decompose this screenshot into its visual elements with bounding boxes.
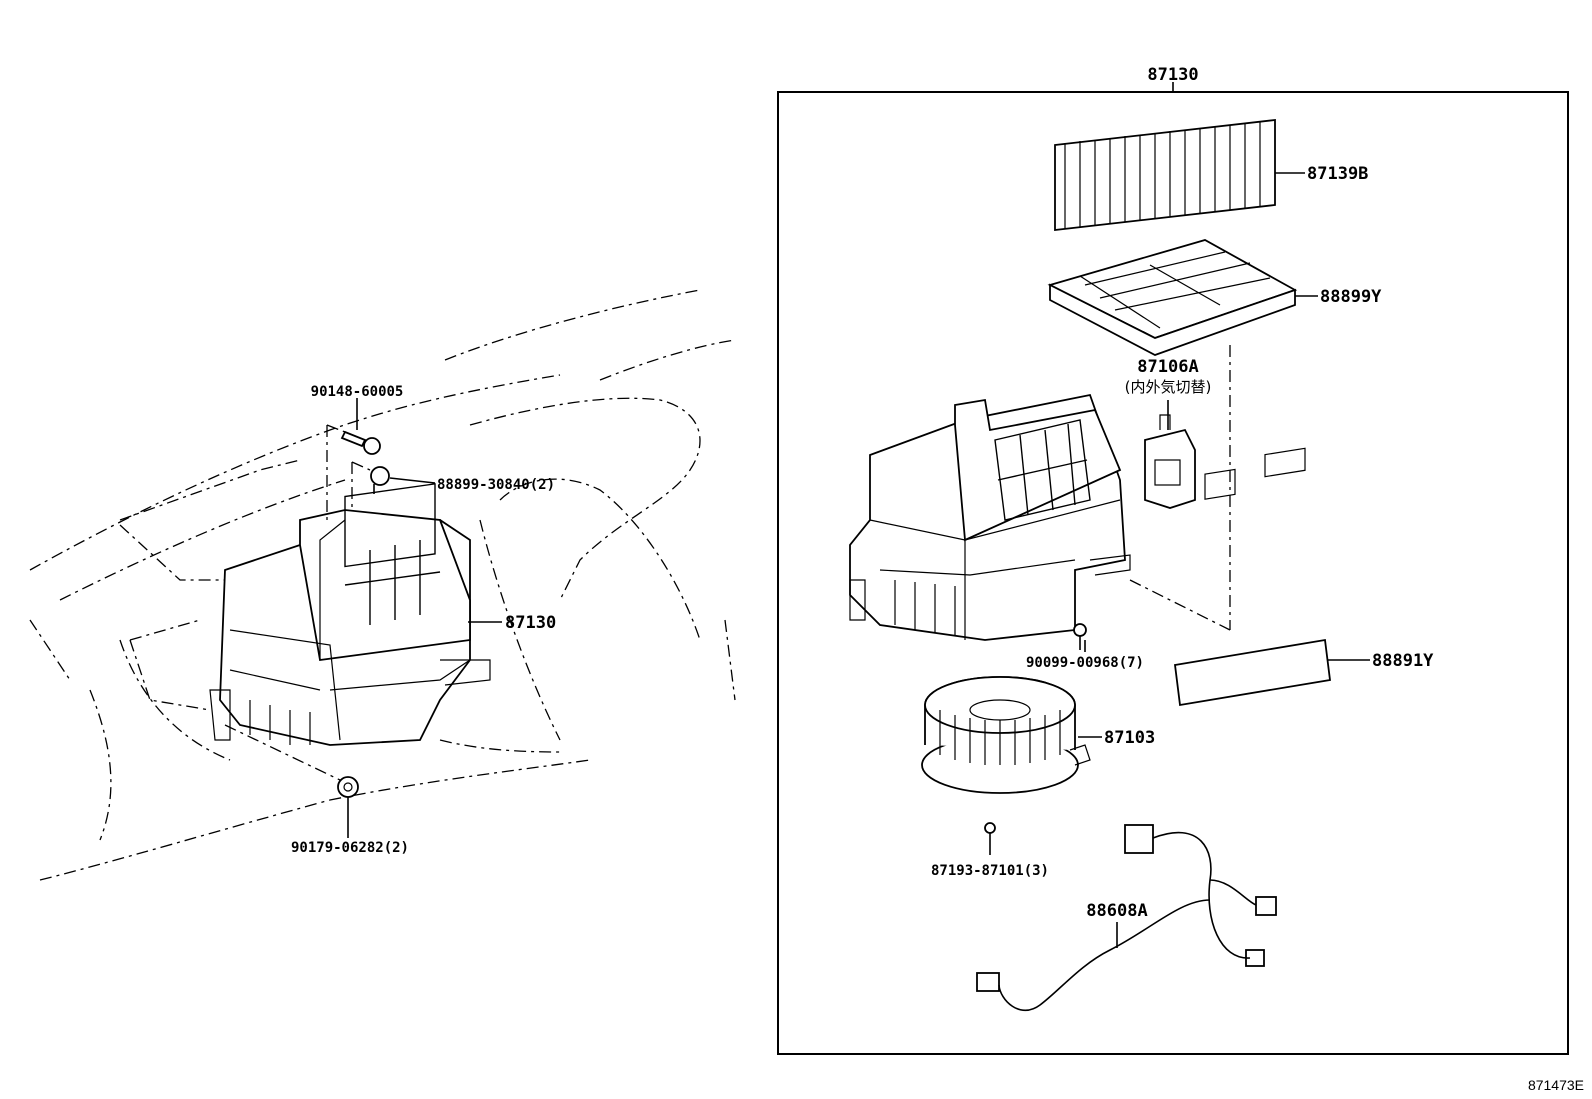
blower-unit-left-illustration xyxy=(209,483,491,746)
label-clip: 88899-30840(2) xyxy=(437,477,555,493)
label-wire-harness: 88608A xyxy=(1086,901,1147,921)
label-filter-cover: 88899Y xyxy=(1320,287,1382,307)
figure-id: 871473E xyxy=(1528,1077,1584,1093)
blower-motor-illustration xyxy=(921,676,1102,794)
bolt-icon xyxy=(340,430,381,455)
leader-lines-right xyxy=(1084,345,1231,652)
screw-icon xyxy=(1073,623,1087,650)
filter-cover-illustration xyxy=(1047,239,1318,356)
leader-lines-left xyxy=(224,398,502,838)
label-nut-bottom: 90179-06282(2) xyxy=(291,840,409,856)
label-screw-mid: 90099-00968(7) xyxy=(1026,655,1144,671)
label-bolt-top: 90148-60005 xyxy=(311,384,404,400)
nut-icon xyxy=(337,776,359,798)
blower-case-illustration xyxy=(849,393,1131,641)
servo-motor-illustration xyxy=(1144,400,1196,509)
label-motor-screw: 87193-87101(3) xyxy=(931,863,1049,879)
dashboard-outline xyxy=(29,289,736,881)
resistor-illustration xyxy=(1173,447,1370,707)
cabin-filter-illustration xyxy=(1054,118,1305,232)
label-blower-motor: 87103 xyxy=(1104,728,1155,748)
label-resistor: 88891Y xyxy=(1372,651,1434,671)
wire-harness-illustration xyxy=(976,824,1277,1012)
label-servo-motor: 87106A xyxy=(1137,357,1198,377)
label-cabin-filter: 87139B xyxy=(1307,164,1368,184)
label-servo-motor-note: (内外気切替) xyxy=(1125,378,1212,396)
clip-icon xyxy=(370,466,390,494)
label-blower-unit-left: 87130 xyxy=(505,613,556,633)
label-assembly-group: 87130 xyxy=(1147,65,1198,85)
screw-icon xyxy=(984,822,996,855)
